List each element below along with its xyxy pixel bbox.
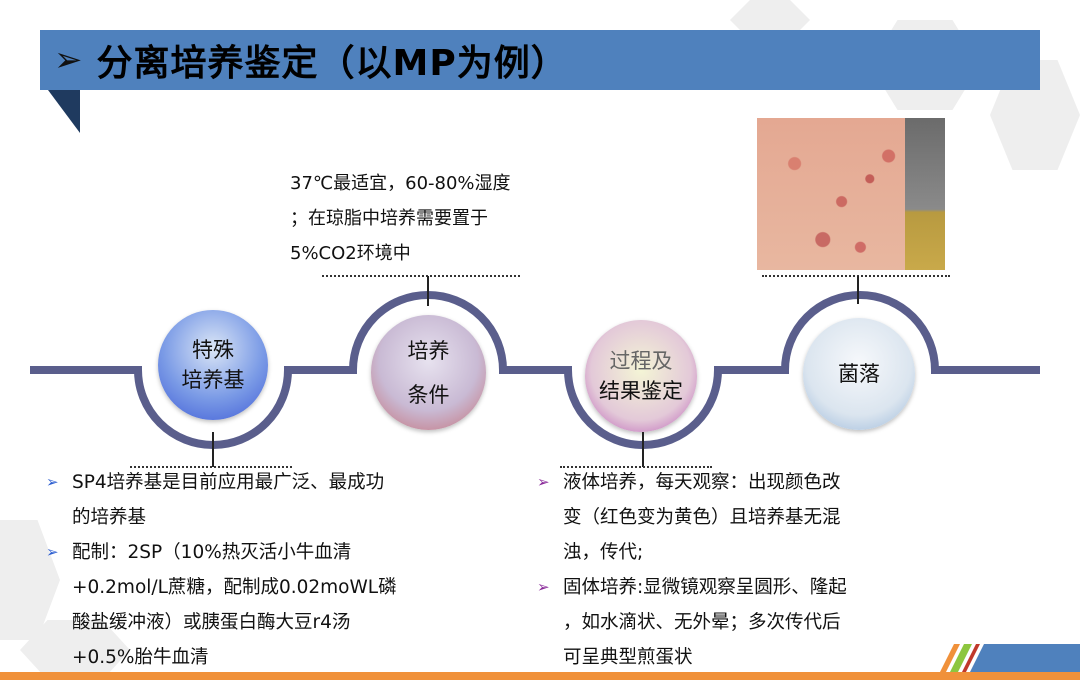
node-label: 特殊 <box>192 338 234 362</box>
bullet-text: 可呈典型煎蛋状 <box>563 647 693 668</box>
connector-line <box>427 276 429 306</box>
node-label: 过程及 <box>609 349 673 373</box>
node-colony[interactable]: 菌落 <box>803 318 915 430</box>
dotted-divider <box>560 466 712 468</box>
bullet-text: 固体培养:显微镜观察呈圆形、隆起 <box>563 577 847 598</box>
title-arrow-icon: ➢ <box>54 40 83 80</box>
bullet-text: 配制：2SP（10%热灭活小牛血清 <box>72 542 352 563</box>
dotted-divider <box>762 275 950 277</box>
stripe-green <box>950 644 972 672</box>
note-line: 5%CO2环境中 <box>290 243 411 264</box>
bullet-item: ➢ 液体培养，每天观察：出现颜色改 <box>537 465 847 500</box>
connector-line <box>857 276 859 304</box>
node-label: 结果鉴定 <box>599 379 683 403</box>
node-culture-conditions[interactable]: 培养 条件 <box>371 315 486 430</box>
bullet-item: ➢ SP4培养基是目前应用最广泛、最成功 <box>46 465 397 500</box>
stripe-orange <box>940 644 960 672</box>
node-label: 培养基 <box>181 368 245 392</box>
bullet-arrow-icon: ➢ <box>537 473 550 491</box>
node-label: 菌落 <box>838 362 880 386</box>
dotted-divider <box>322 275 520 277</box>
bullet-arrow-icon: ➢ <box>537 578 550 596</box>
footer-bar <box>0 672 1080 680</box>
conditions-note: 37℃最适宜，60-80%湿度 ；在琼脂中培养需要置于 5%CO2环境中 <box>290 166 511 271</box>
bullet-item: ➢ 配制：2SP（10%热灭活小牛血清 <box>46 535 397 570</box>
bullet-text: 的培养基 <box>72 507 147 528</box>
bullet-item: ➢ 固体培养:显微镜观察呈圆形、隆起 <box>537 570 847 605</box>
culture-vial-image <box>905 118 945 270</box>
title-bar: ➢ 分离培养鉴定（以MP为例） <box>40 30 1040 90</box>
connector-line <box>642 432 644 467</box>
footer-stripes <box>940 644 1080 672</box>
timeline-line <box>30 291 1040 449</box>
footer-blue-block <box>970 644 1080 672</box>
bullet-text: 酸盐缓冲液）或胰蛋白酶大豆r4汤 <box>72 612 351 633</box>
bullet-arrow-icon: ➢ <box>46 473 59 491</box>
bullet-arrow-icon: ➢ <box>46 543 59 561</box>
bullet-text: +0.2mol/L蔗糖，配制成0.02moWL磷 <box>72 577 397 598</box>
bullet-text: 变（红色变为黄色）且培养基无混 <box>563 507 841 528</box>
bullet-text: +0.5%胎牛血清 <box>72 647 209 668</box>
node-label: 培养 <box>407 338 450 363</box>
dotted-divider <box>130 466 292 468</box>
colony-photo <box>757 118 945 270</box>
bullet-text: SP4培养基是目前应用最广泛、最成功 <box>72 472 385 493</box>
bullet-text: ，如水滴状、无外晕；多次传代后 <box>563 612 841 633</box>
node-label: 条件 <box>407 382 450 407</box>
right-bullet-list: ➢ 液体培养，每天观察：出现颜色改 变（红色变为黄色）且培养基无混 浊，传代; ➢… <box>537 465 847 675</box>
stripe-red <box>962 644 980 672</box>
node-special-medium[interactable]: 特殊 培养基 <box>158 310 268 420</box>
slide-title: 分离培养鉴定（以MP为例） <box>96 43 568 84</box>
connector-line <box>212 432 214 467</box>
bullet-text: 液体培养，每天观察：出现颜色改 <box>563 472 841 493</box>
left-bullet-list: ➢ SP4培养基是目前应用最广泛、最成功 的培养基 ➢ 配制：2SP（10%热灭活小… <box>46 465 397 675</box>
note-line: ；在琼脂中培养需要置于 <box>290 208 488 229</box>
note-line: 37℃最适宜，60-80%湿度 <box>290 173 511 194</box>
node-process-identification[interactable]: 过程及 结果鉴定 <box>585 320 697 432</box>
bullet-text: 浊，传代; <box>563 542 644 563</box>
